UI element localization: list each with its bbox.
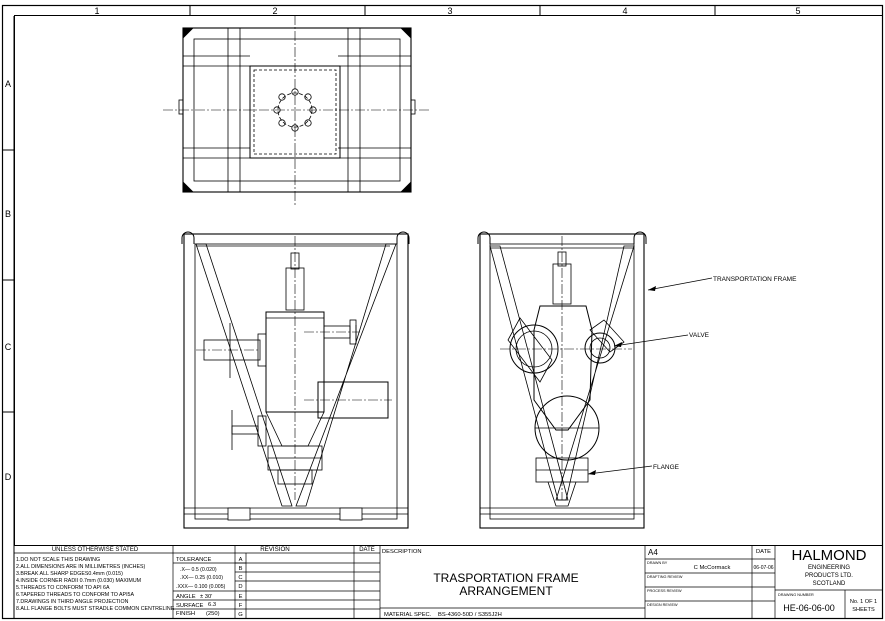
- design-review-label: DESIGN REVIEW: [647, 603, 678, 607]
- process-review-label: PROCESS REVIEW: [647, 589, 682, 593]
- drawn-by-label: DRAWN BY: [647, 561, 668, 565]
- title-block-text: UNLESS OTHERWISE STATED 1.DO NOT SCALE T…: [16, 546, 877, 618]
- tolerance-angle-value: ± 30': [200, 594, 212, 600]
- approvals-date-label: DATE: [756, 549, 771, 555]
- revision-letter-b: B: [239, 566, 243, 572]
- drawing-number: HE-06-06-00: [783, 603, 835, 613]
- sheet-count-line2: SHEETS: [852, 607, 875, 613]
- callout-arrowheads: [588, 286, 656, 475]
- tolerance-xx: .XX— 0.25 (0.010): [180, 575, 223, 581]
- tolerance-angle-label: ANGLE: [176, 594, 196, 600]
- callout-flange: FLANGE: [653, 464, 680, 471]
- revision-letter-f: F: [239, 603, 243, 609]
- note-3: 3.BREAK ALL SHARP EDGES0.4mm (0.015): [16, 571, 123, 577]
- zone-column-4: 4: [622, 6, 627, 16]
- note-6: 6.TAPERED THREADS TO CONFORM TO API5A: [16, 592, 134, 598]
- note-7: 7.DRAWINGS IN THIRD ANGLE PROJECTION: [16, 599, 129, 605]
- tolerance-finish-value: (250): [206, 611, 220, 617]
- company-line-3: SCOTLAND: [813, 581, 846, 587]
- notes-header: UNLESS OTHERWISE STATED: [52, 547, 139, 553]
- zone-column-1: 1: [94, 6, 99, 16]
- zone-column-3: 3: [447, 6, 452, 16]
- zone-column-2: 2: [272, 6, 277, 16]
- material-spec-value: BS-4360-50D / S355J2H: [438, 612, 502, 618]
- note-8: 8.ALL FLANGE BOLTS MUST STRADLE COMMON C…: [16, 606, 175, 612]
- material-spec-label: MATERIAL SPEC.: [384, 612, 432, 618]
- drafting-review-label: DRAFTING REVIEW: [647, 575, 683, 579]
- note-2: 2.ALL DIMENSIONS ARE IN MILLIMETRES (INC…: [16, 564, 146, 570]
- drawing-number-label: DRAWING NUMBER: [778, 593, 814, 597]
- company-line-2: PRODUCTS LTD.: [805, 573, 853, 579]
- tolerance-header: TOLERANCE: [176, 557, 211, 563]
- revision-letter-a: A: [239, 557, 243, 563]
- title-block-grid: [14, 545, 882, 618]
- zone-row-a: A: [5, 79, 11, 89]
- company-logo-name: HALMOND: [791, 547, 866, 564]
- company-line-1: ENGINEERING: [808, 565, 850, 571]
- zone-row-d: D: [5, 472, 12, 482]
- description-title-line1: TRASPORTATION FRAME: [433, 571, 578, 585]
- zone-row-c: C: [5, 342, 12, 352]
- zone-labels: 1 2 3 4 5 A B C D: [5, 6, 801, 482]
- revision-letter-d: D: [238, 584, 242, 590]
- description-title-line2: ARRANGEMENT: [459, 584, 553, 598]
- sheet-border: [1, 4, 884, 620]
- side-elevation-view: [477, 231, 713, 529]
- drawn-date: 06-07-06: [753, 565, 773, 571]
- tolerance-surface-value: 6.3: [208, 602, 216, 608]
- description-label: DESCRIPTION: [382, 549, 422, 555]
- drawn-by-name: C McCormack: [694, 565, 731, 571]
- note-4: 4.INSIDE CORNER RADII 0.7mm (0.030) MAXI…: [16, 578, 141, 584]
- zone-row-b: B: [5, 209, 11, 219]
- tolerance-x: .X— 0.5 (0.020): [180, 567, 217, 573]
- plan-view: [163, 15, 430, 205]
- tolerance-surface-label: SURFACE: [176, 603, 204, 609]
- tolerance-xxx: .XXX— 0.100 (0.005): [176, 584, 226, 590]
- sheet-size: A4: [648, 548, 658, 557]
- revision-date-header: DATE: [359, 547, 375, 553]
- zone-column-5: 5: [795, 6, 800, 16]
- front-elevation-view: [181, 231, 410, 529]
- revision-letter-c: C: [238, 575, 242, 581]
- note-1: 1.DO NOT SCALE THIS DRAWING: [16, 557, 100, 563]
- revision-letter-e: E: [239, 594, 243, 600]
- revision-header: REVISION: [260, 546, 290, 553]
- note-5: 5.THREADS TO CONFORM TO API 6A: [16, 585, 110, 591]
- sheet-count-line1: No. 1 OF 1: [850, 599, 877, 605]
- tolerance-finish-label: FINISH: [176, 611, 195, 617]
- revision-letter-g: G: [238, 612, 243, 618]
- callout-transportation-frame: TRANSPORTATION FRAME: [713, 276, 797, 283]
- callout-valve: VALVE: [689, 332, 710, 339]
